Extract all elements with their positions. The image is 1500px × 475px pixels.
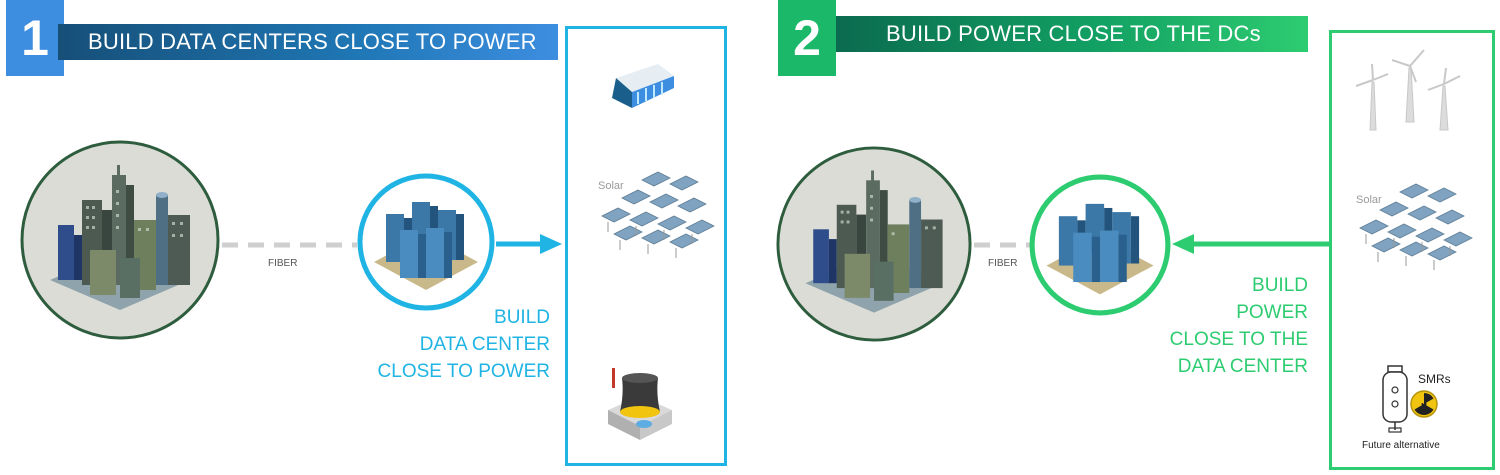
future-alternative-label: Future alternative (1362, 440, 1440, 451)
panel-2-caption: BUILD POWER CLOSE TO THE DATA CENTER (1100, 272, 1308, 380)
nuclear-plant-icon (608, 368, 672, 440)
panel-2-number: 2 (778, 0, 836, 76)
caption-line: CLOSE TO POWER (377, 361, 550, 382)
caption-line: DATA CENTER (419, 334, 550, 355)
caption-line: BUILD (1252, 275, 1308, 296)
fiber-label-1: FIBER (268, 258, 298, 269)
radiation-icon (1410, 390, 1438, 418)
city-icon (20, 140, 220, 340)
panel-2-title: BUILD POWER CLOSE TO THE DCs (836, 16, 1308, 52)
data-center-icon (357, 173, 495, 311)
arrow-to-power (496, 234, 562, 254)
panel-1-caption: BUILD DATA CENTER CLOSE TO POWER (330, 304, 550, 385)
caption-line: BUILD (494, 307, 550, 328)
city-icon (776, 146, 972, 342)
solar-label-1: Solar (598, 180, 624, 192)
caption-line: CLOSE TO THE (1169, 329, 1308, 350)
hydro-dam-icon (612, 64, 674, 108)
solar-panels-icon (601, 171, 715, 258)
smr-reactor-icon (1382, 365, 1408, 433)
power-sources-box-1 (565, 26, 727, 466)
fiber-link-1 (222, 242, 357, 248)
data-center-icon (1029, 174, 1171, 316)
solar-panels-icon (1359, 183, 1473, 270)
fiber-label-2: FIBER (988, 258, 1018, 269)
panel-1-number: 1 (6, 0, 64, 76)
panel-1-title: BUILD DATA CENTERS CLOSE TO POWER (58, 24, 558, 60)
fiber-link-2 (974, 242, 1030, 248)
smr-label: SMRs (1418, 372, 1451, 386)
arrow-to-datacenter (1172, 234, 1332, 254)
caption-line: DATA CENTER (1177, 356, 1308, 377)
solar-label-2: Solar (1356, 194, 1382, 206)
wind-turbines-icon (1355, 49, 1461, 131)
power-sources-box-2 (1329, 30, 1495, 470)
caption-line: POWER (1236, 302, 1308, 323)
